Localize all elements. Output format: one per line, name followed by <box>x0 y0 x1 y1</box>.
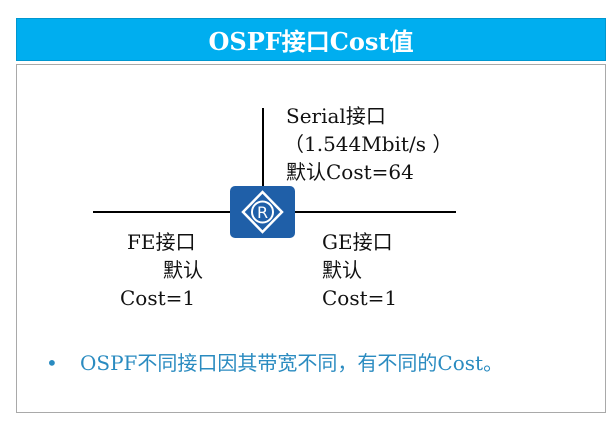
router-symbol: R <box>241 190 284 234</box>
bullet-marker: • <box>46 351 58 375</box>
serial-interface-cost: 默认Cost=64 <box>286 160 414 184</box>
router-icon: R <box>230 186 295 238</box>
fe-interface-default: 默认 <box>163 258 203 282</box>
bullet-item: • OSPF不同接口因其带宽不同，有不同的Cost。 <box>46 349 503 377</box>
fe-interface-cost: Cost=1 <box>120 286 196 310</box>
serial-interface-speed: （1.544Mbit/s ） <box>284 132 453 156</box>
ge-interface-default: 默认 <box>322 258 362 282</box>
bullet-text: OSPF不同接口因其带宽不同，有不同的Cost。 <box>80 351 504 375</box>
network-link-serial <box>262 108 264 193</box>
router-letter: R <box>257 203 268 222</box>
ge-interface-name: GE接口 <box>322 230 393 254</box>
serial-interface-name: Serial接口 <box>286 104 386 128</box>
ge-interface-cost: Cost=1 <box>322 286 398 310</box>
slide-title: OSPF接口Cost值 <box>16 18 606 61</box>
content-panel <box>16 64 606 413</box>
fe-interface-name: FE接口 <box>127 230 196 254</box>
